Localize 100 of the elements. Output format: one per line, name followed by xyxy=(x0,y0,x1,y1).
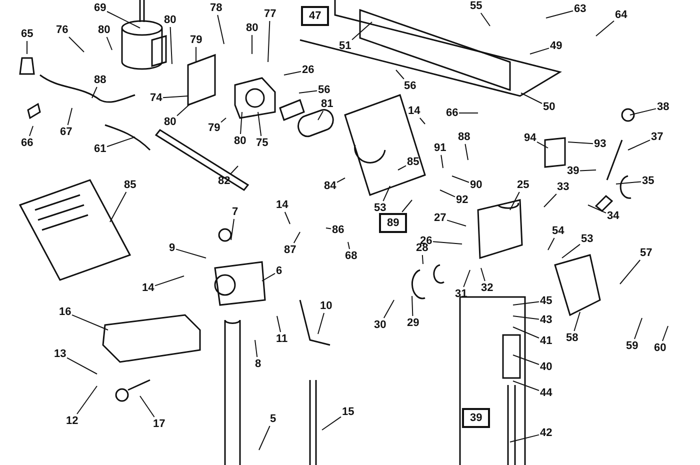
callout-number: 17 xyxy=(153,418,166,430)
callout-number: 6 xyxy=(276,265,282,277)
leader-line xyxy=(284,212,290,224)
leader-line xyxy=(258,426,270,450)
callout-number: 79 xyxy=(208,122,220,134)
leader-line xyxy=(562,244,580,258)
callout-number: 38 xyxy=(657,101,670,113)
callout-number: 57 xyxy=(640,247,652,259)
callout-number: 12 xyxy=(66,415,78,427)
callout-number: 80 xyxy=(98,24,110,36)
callout-number: 66 xyxy=(446,107,458,119)
assembly-number-box: 39 xyxy=(462,408,490,428)
leader-line xyxy=(170,26,172,64)
callout-number: 63 xyxy=(574,3,586,15)
callout-number: 80 xyxy=(246,22,258,34)
leader-line xyxy=(68,36,84,52)
assembly-number-box: 47 xyxy=(301,6,330,26)
leader-line xyxy=(422,254,424,264)
callout-number: 9 xyxy=(169,242,176,254)
leader-line xyxy=(588,204,606,214)
leader-line xyxy=(352,22,372,40)
leader-line xyxy=(512,301,540,306)
leader-line xyxy=(463,270,470,288)
leader-line xyxy=(268,20,270,62)
leader-line xyxy=(402,200,412,212)
callout-number: 50 xyxy=(543,101,556,113)
callout-number: 14 xyxy=(142,282,154,294)
leader-line xyxy=(348,242,350,250)
callout-number: 39 xyxy=(567,165,580,177)
callout-number: 79 xyxy=(190,34,202,46)
leader-line xyxy=(634,318,642,340)
leader-line xyxy=(298,90,318,94)
leader-line xyxy=(262,272,276,282)
callout-number: 61 xyxy=(94,143,106,155)
leader-line xyxy=(230,166,238,174)
callout-number: 93 xyxy=(594,138,606,150)
leader-line xyxy=(106,11,140,28)
callout-number: 14 xyxy=(276,199,288,211)
callout-number: 86 xyxy=(332,224,344,236)
callout-number: 15 xyxy=(342,406,354,418)
callout-number: 30 xyxy=(374,319,386,331)
callout-number: 26 xyxy=(302,64,314,76)
callout-number: 77 xyxy=(264,8,276,20)
leader-line xyxy=(512,354,540,365)
callout-number: 40 xyxy=(540,361,552,373)
callout-number: 56 xyxy=(404,80,416,92)
callout-number: 25 xyxy=(517,179,530,191)
callout-number: 42 xyxy=(540,427,552,439)
leader-line xyxy=(72,314,108,330)
callout-number: 13 xyxy=(54,348,66,360)
leader-line xyxy=(480,12,490,26)
leader-line xyxy=(322,416,342,430)
leader-line xyxy=(546,10,574,18)
callout-number: 91 xyxy=(434,142,446,154)
callout-number: 80 xyxy=(234,135,246,147)
leader-line xyxy=(480,268,486,282)
leader-line xyxy=(254,340,258,358)
leader-line xyxy=(510,434,540,442)
callout-number: 33 xyxy=(557,181,570,193)
callout-number: 67 xyxy=(60,126,72,138)
leader-line xyxy=(154,276,184,286)
leader-line xyxy=(458,112,478,114)
leader-line xyxy=(217,14,224,44)
leader-line xyxy=(230,218,234,240)
leader-line xyxy=(630,108,656,116)
callout-number: 7 xyxy=(232,206,238,218)
leader-line xyxy=(66,357,98,374)
leader-line xyxy=(67,108,72,126)
leader-line xyxy=(412,296,414,316)
leader-line xyxy=(510,192,520,210)
leader-line xyxy=(596,20,614,36)
leader-line xyxy=(544,194,557,208)
leader-line xyxy=(106,136,136,148)
callout-number: 60 xyxy=(654,342,666,354)
leader-line xyxy=(536,141,548,148)
leader-line xyxy=(396,70,404,80)
callout-number: 14 xyxy=(408,105,420,117)
callout-number: 59 xyxy=(626,340,638,352)
leader-line xyxy=(440,154,444,168)
leader-line xyxy=(293,232,300,244)
leader-line xyxy=(452,176,470,183)
leader-line xyxy=(520,92,542,104)
callout-number: 68 xyxy=(345,250,358,262)
callout-number: 65 xyxy=(21,28,34,40)
callout-number: 75 xyxy=(256,137,268,149)
leader-line xyxy=(620,260,641,284)
callout-number: 5 xyxy=(270,413,276,425)
leader-line xyxy=(464,144,468,160)
callout-number: 81 xyxy=(321,98,334,110)
leader-line xyxy=(419,118,426,124)
leader-line xyxy=(26,40,28,54)
leader-line xyxy=(628,140,650,150)
callout-number: 76 xyxy=(56,24,68,36)
callout-number: 87 xyxy=(284,244,296,256)
callout-number: 85 xyxy=(407,156,420,168)
callout-number: 94 xyxy=(524,132,536,144)
leader-line xyxy=(662,326,668,342)
leader-line xyxy=(512,380,540,391)
callout-number: 11 xyxy=(276,333,288,345)
leader-line xyxy=(140,396,155,418)
